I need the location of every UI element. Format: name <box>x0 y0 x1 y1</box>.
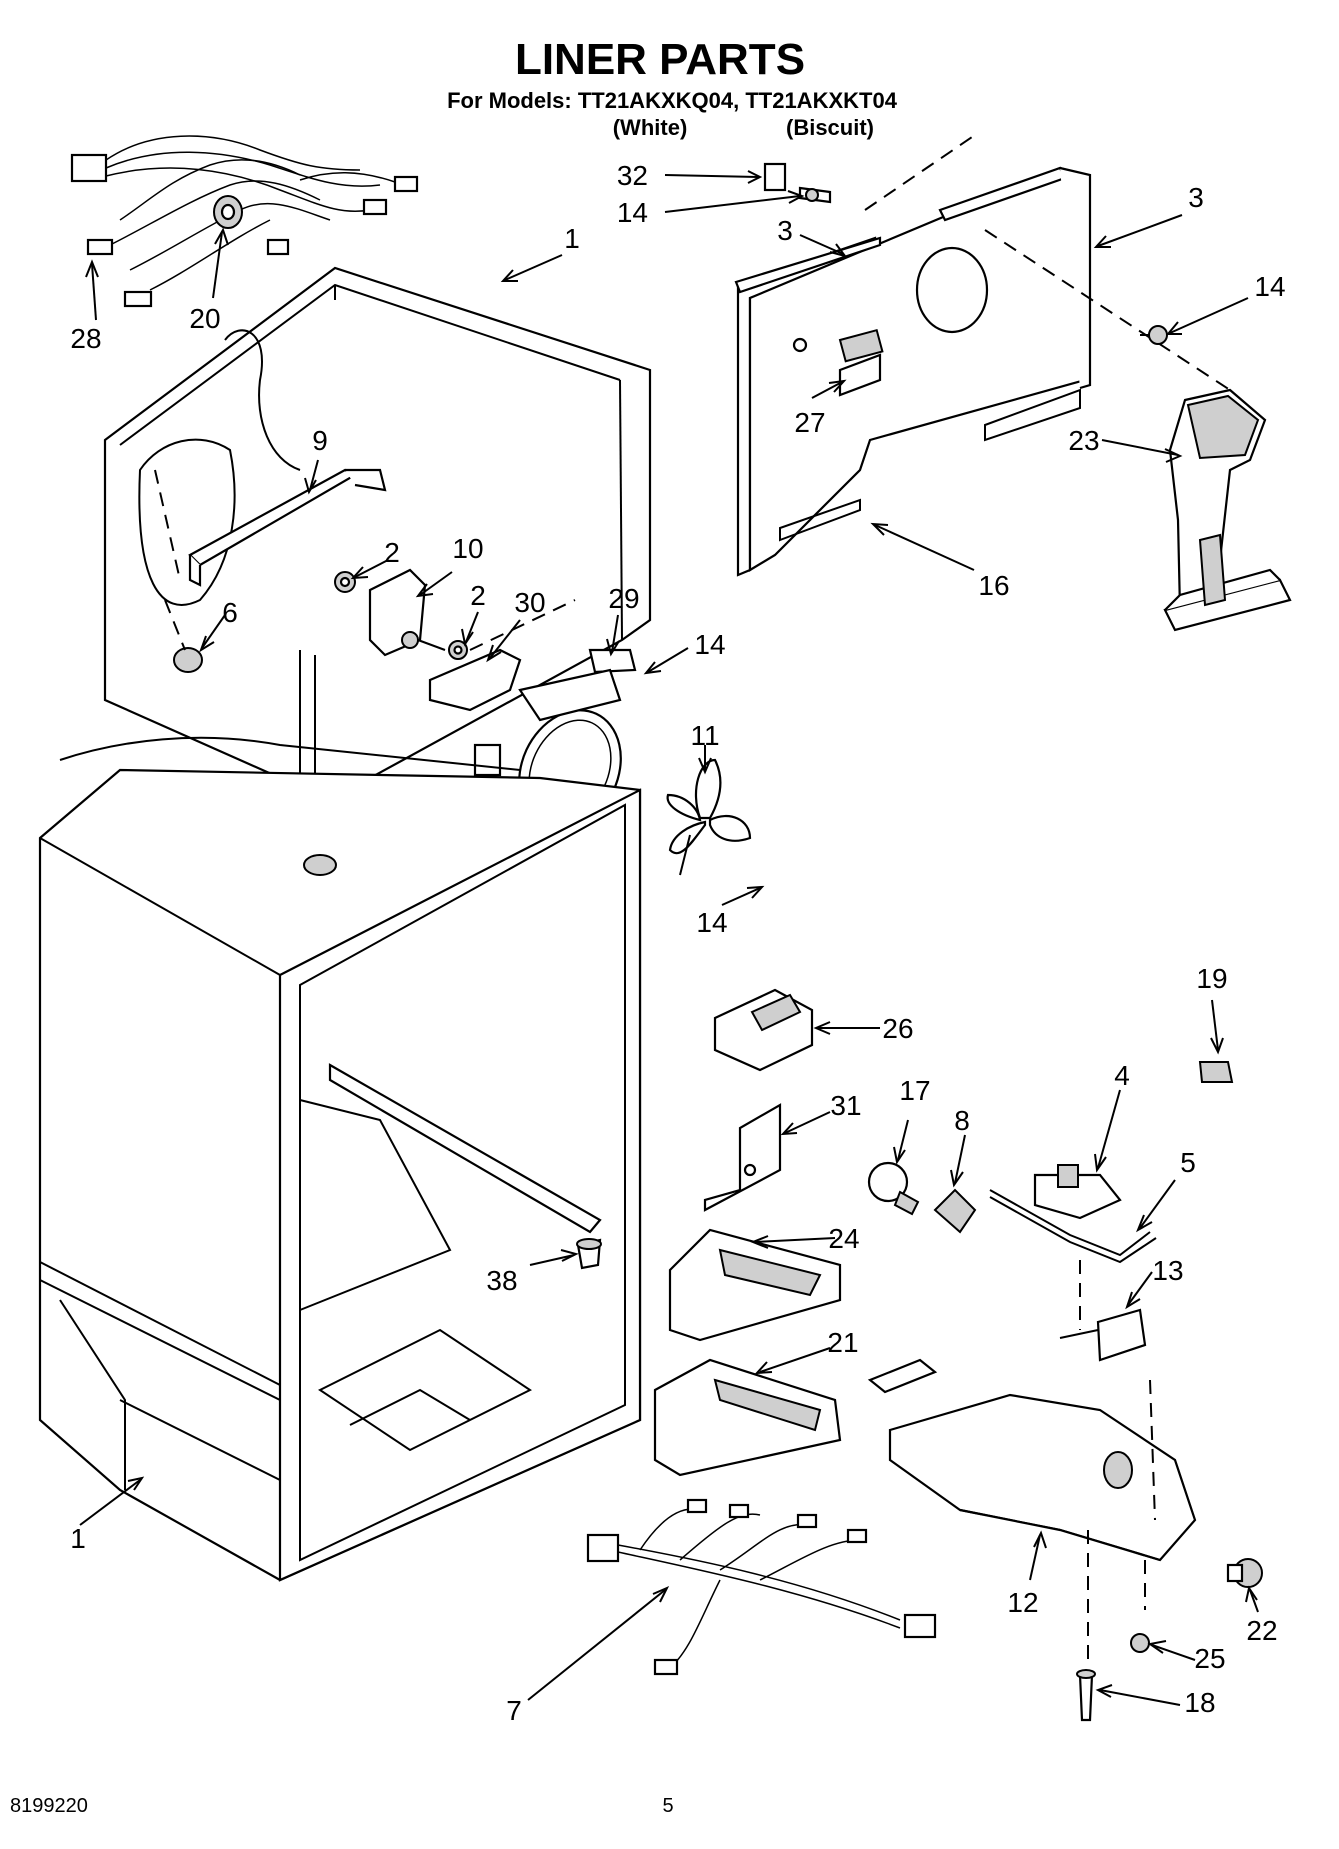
callout-22: 22 <box>1246 1615 1277 1646</box>
callout-1-bottom: 1 <box>70 1523 86 1554</box>
callout-10: 10 <box>452 533 483 564</box>
callout-26: 26 <box>882 1013 913 1044</box>
callout-13: 13 <box>1152 1255 1183 1286</box>
fan-blade-part-11 <box>666 758 752 876</box>
color-biscuit: (Biscuit) <box>786 115 874 140</box>
nut-part-25 <box>1130 1633 1150 1653</box>
callout-14-mid: 14 <box>694 629 725 660</box>
callout-28: 28 <box>70 323 101 354</box>
callout-12: 12 <box>1007 1587 1038 1618</box>
socket-part-8 <box>933 1188 977 1234</box>
cover-part-24 <box>668 1228 842 1342</box>
callout-32: 32 <box>617 160 648 191</box>
grommet-part-2a <box>334 571 356 593</box>
fresh-food-liner <box>38 736 642 1582</box>
knob-part-22 <box>1226 1558 1263 1588</box>
screw-part-14b <box>1140 325 1168 345</box>
clip-part-19 <box>1198 1061 1234 1083</box>
callout-31: 31 <box>830 1090 861 1121</box>
tube-part-5 <box>989 1189 1157 1264</box>
rear-panel-part-16 <box>736 134 1231 577</box>
callout-8: 8 <box>954 1105 970 1136</box>
callout-14-top: 14 <box>617 197 648 228</box>
callout-23: 23 <box>1068 425 1099 456</box>
cover-part-21 <box>653 1358 842 1477</box>
callout-18: 18 <box>1184 1687 1215 1718</box>
housing-part-12 <box>867 1260 1197 1610</box>
screw-part-18 <box>1076 1530 1096 1722</box>
callout-14-bottom: 14 <box>696 907 727 938</box>
bulb-part-17 <box>867 1161 920 1216</box>
callout-3-left: 3 <box>777 215 793 246</box>
leader-lines <box>79 170 1259 1706</box>
document-number: 8199220 <box>10 1795 88 1817</box>
callout-5: 5 <box>1180 1147 1196 1178</box>
thermostat-part-4 <box>1033 1164 1122 1220</box>
callout-14-right: 14 <box>1254 271 1285 302</box>
grommet-part-2b <box>448 640 468 660</box>
bracket-part-31 <box>703 1103 782 1212</box>
callout-11: 11 <box>690 720 719 751</box>
callout-7: 7 <box>506 1695 522 1726</box>
bushing-part-32 <box>763 162 787 192</box>
page-number: 5 <box>662 1795 673 1817</box>
housing-part-26 <box>713 988 814 1072</box>
bracket-part-9 <box>188 468 387 587</box>
clip-part-29 <box>588 648 637 674</box>
callout-2-left: 2 <box>384 537 400 568</box>
callout-30: 30 <box>514 587 545 618</box>
callout-labels: 32 14 3 3 14 28 20 1 27 23 9 16 2 10 2 3… <box>70 160 1285 1726</box>
models-line: For Models: TT21AKXKQ04, TT21AKXKT04 <box>447 88 898 113</box>
screw-part-14a <box>798 186 832 204</box>
callout-20: 20 <box>189 303 220 334</box>
air-duct-part-23 <box>1163 388 1292 632</box>
callout-21: 21 <box>827 1327 858 1358</box>
switch-part-13 <box>1059 1308 1147 1362</box>
bracket-part-30 <box>428 599 576 712</box>
callout-9: 9 <box>312 425 328 456</box>
callout-3-right: 3 <box>1188 182 1204 213</box>
wire-harness-part-7 <box>586 1498 937 1676</box>
callout-16: 16 <box>978 570 1009 601</box>
cap-part-38 <box>576 1238 602 1270</box>
wire-harness-top <box>70 135 419 308</box>
callout-19: 19 <box>1196 963 1227 994</box>
callout-1-top: 1 <box>564 223 580 254</box>
page-title: LINER PARTS <box>515 35 805 84</box>
callout-4: 4 <box>1114 1060 1130 1091</box>
control-part-10 <box>368 568 446 657</box>
knob-part-6 <box>164 599 203 673</box>
callout-2-right: 2 <box>470 580 486 611</box>
callout-17: 17 <box>899 1075 930 1106</box>
callout-29: 29 <box>608 583 639 614</box>
callout-25: 25 <box>1194 1643 1225 1674</box>
callout-24: 24 <box>828 1223 859 1254</box>
callout-27: 27 <box>794 407 825 438</box>
color-white: (White) <box>613 115 688 140</box>
callout-6: 6 <box>222 597 238 628</box>
callout-38: 38 <box>486 1265 517 1296</box>
